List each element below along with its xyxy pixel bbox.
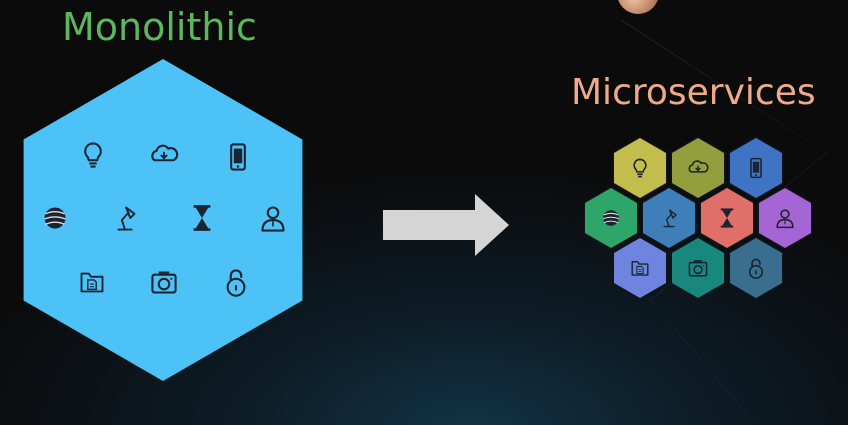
microservice-hexagon: [612, 236, 668, 300]
microservice-hexagon: [757, 186, 813, 250]
globe-icon: [43, 206, 67, 230]
microservice-hexagon: [670, 136, 726, 200]
microservice-hexagon: [641, 186, 697, 250]
monolithic-hexagon: [23, 59, 303, 381]
microservice-hexagon: [670, 236, 726, 300]
microservices-title: Microservices: [571, 72, 816, 113]
microservice-hexagon: [728, 136, 784, 200]
planet-decoration: [617, 0, 659, 14]
microservice-hexagon: [728, 236, 784, 300]
microservice-hexagon: [699, 186, 755, 250]
microservice-hexagon: [583, 186, 639, 250]
microservice-hexagon: [612, 136, 668, 200]
transition-arrow: [383, 194, 509, 256]
globe-icon: [602, 209, 620, 227]
monolithic-title: Monolithic: [62, 5, 257, 49]
